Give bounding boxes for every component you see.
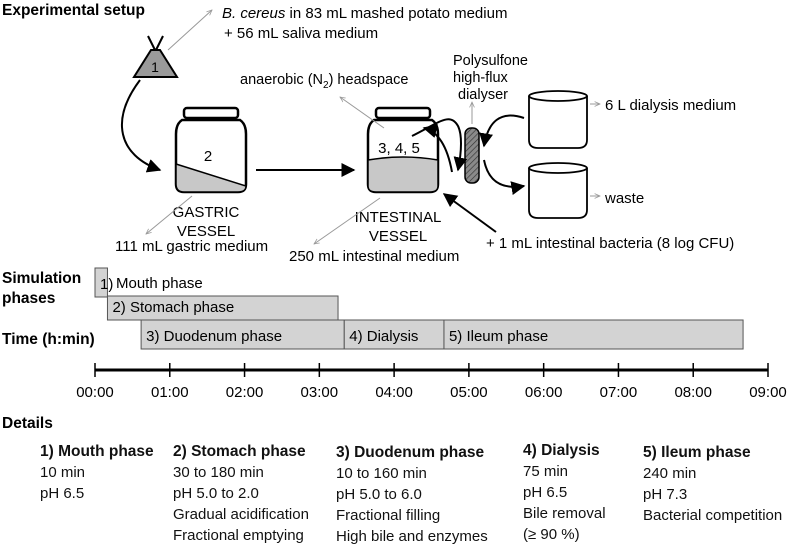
detail-title: 1) Mouth phase: [40, 443, 154, 460]
heading-details: Details: [2, 415, 53, 432]
detail-stomach: 2) Stomach phase 30 to 180 min pH 5.0 to…: [173, 441, 309, 546]
phase-bar: [94, 267, 108, 298]
time-ticks: 00:00 01:00 02:00 03:00 04:00 05:00 06:00 07:00…: [76, 363, 787, 401]
waste-container: [528, 162, 588, 219]
arrow-medium-to-dialyser: [479, 114, 525, 148]
arrow-intestinal-bacteria: [442, 193, 497, 233]
detail-line: pH 6.5: [523, 484, 568, 501]
detail-title: 3) Duodenum phase: [336, 444, 485, 461]
detail-duodenum: 3) Duodenum phase 10 to 160 min pH 5.0 t…: [336, 442, 488, 547]
intestinal-number: 3, 4, 5: [378, 140, 420, 157]
phase-bar-label: 5) Ileum phase: [449, 328, 548, 345]
arrow-dialyser-to-vessel: [422, 124, 453, 173]
intestinal-label-line1: INTESTINAL: [355, 209, 442, 226]
detail-line: 30 to 180 min: [173, 464, 264, 481]
gastric-medium: 111 mL gastric medium: [115, 238, 268, 255]
dialysis-medium-label: 6 L dialysis medium: [605, 97, 736, 114]
time-tick-label: 09:00: [749, 384, 787, 401]
detail-line: High bile and enzymes: [336, 528, 488, 545]
phase-bar: [443, 319, 744, 350]
detail-line: 240 min: [643, 465, 697, 482]
time-tick-label: 04:00: [375, 384, 413, 401]
phase-bar-label: 3) Duodenum phase: [146, 328, 282, 345]
headspace-suffix: ) headspace: [329, 72, 409, 88]
detail-line: Fractional emptying: [173, 527, 304, 544]
heading-simulation-phases-2: phases: [2, 290, 55, 307]
detail-title: 4) Dialysis: [523, 442, 600, 459]
bacteria-line1: B. cereus in 83 mL mashed potato medium: [222, 5, 507, 22]
intestinal-label-line2: VESSEL: [369, 228, 427, 245]
detail-line: Fractional filling: [336, 507, 441, 524]
time-tick-label: 07:00: [600, 384, 638, 401]
gastric-label-line1: GASTRIC: [173, 204, 240, 221]
dialyser-line3: dialyser: [458, 87, 508, 103]
time-tick-label: 00:00: [76, 384, 114, 401]
detail-title: 2) Stomach phase: [173, 443, 306, 460]
time-tick-label: 01:00: [151, 384, 189, 401]
time-tick-label: 05:00: [450, 384, 488, 401]
detail-line: pH 7.3: [643, 486, 688, 503]
time-tick-label: 02:00: [226, 384, 264, 401]
phase-bars: 1) 2) Stomach phase 3) Duodenum phase 4) Di…: [94, 267, 744, 350]
phase-bar-label: 1): [100, 276, 113, 293]
detail-line: 75 min: [523, 463, 569, 480]
bacteria-medium: in 83 mL mashed potato medium: [285, 5, 507, 22]
phase-bar-label: 2) Stomach phase: [112, 299, 234, 316]
bacteria-species: B. cereus: [222, 5, 286, 22]
detail-line: pH 5.0 to 6.0: [336, 486, 422, 503]
mouth-flask: 1: [132, 35, 179, 78]
detail-line: 10 to 160 min: [336, 465, 427, 482]
dialyser-line2: high-flux: [453, 70, 509, 86]
detail-dialysis: 4) Dialysis 75 min pH 6.5 Bile removal (…: [523, 440, 606, 545]
headspace-prefix: anaerobic (N: [240, 72, 323, 88]
gastric-vessel: 2: [174, 106, 248, 194]
time-tick-label: 08:00: [674, 384, 712, 401]
detail-mouth: 1) Mouth phase 10 min pH 6.5: [40, 441, 154, 504]
mouth-phase-label: Mouth phase: [116, 275, 203, 292]
headspace-label: anaerobic (N2) headspace: [240, 72, 408, 91]
detail-line: Gradual acidification: [173, 506, 309, 523]
gastric-number: 2: [204, 148, 212, 165]
gastric-label-line2: VESSEL: [177, 223, 235, 240]
leader-intestinal-medium: [314, 197, 381, 244]
detail-ileum: 5) Ileum phase 240 min pH 7.3 Bacterial …: [643, 442, 782, 526]
detail-line: 10 min: [40, 464, 86, 481]
phase-bar-label: 4) Dialysis: [349, 328, 418, 345]
flask-number: 1: [151, 59, 159, 75]
headspace-sub: 2: [323, 80, 329, 91]
bacteria-line2: + 56 mL saliva medium: [224, 25, 378, 42]
detail-line: pH 5.0 to 2.0: [173, 485, 259, 502]
detail-line: (≥ 90 %): [523, 526, 580, 543]
dialysis-medium-container: [528, 90, 588, 149]
arrow-flask-to-gastric: [121, 79, 162, 173]
heading-experimental-setup: Experimental setup: [2, 2, 145, 19]
detail-line: Bile removal: [523, 505, 606, 522]
time-tick-label: 03:00: [301, 384, 339, 401]
intestinal-medium: 250 mL intestinal medium: [289, 248, 459, 265]
heading-simulation-phases-1: Simulation: [2, 270, 81, 287]
leader-headspace: [340, 97, 385, 129]
phase-bar: [343, 319, 445, 350]
detail-title: 5) Ileum phase: [643, 444, 751, 461]
dialyser-line1: Polysulfone: [453, 53, 528, 69]
heading-time: Time (h:min): [2, 331, 95, 348]
intestinal-bacteria-label: + 1 mL intestinal bacteria (8 log CFU): [486, 235, 734, 252]
phase-bar: [106, 295, 339, 321]
detail-line: pH 6.5: [40, 485, 85, 502]
time-tick-label: 06:00: [525, 384, 563, 401]
arrow-dialyser-to-waste: [483, 159, 526, 195]
intestinal-vessel: 3, 4, 5: [366, 106, 440, 194]
leader-gastric-medium: [146, 195, 193, 234]
waste-label: waste: [604, 190, 644, 207]
dialyser: [464, 127, 480, 184]
detail-line: Bacterial competition: [643, 507, 783, 524]
leader-bacteria: [167, 10, 212, 51]
